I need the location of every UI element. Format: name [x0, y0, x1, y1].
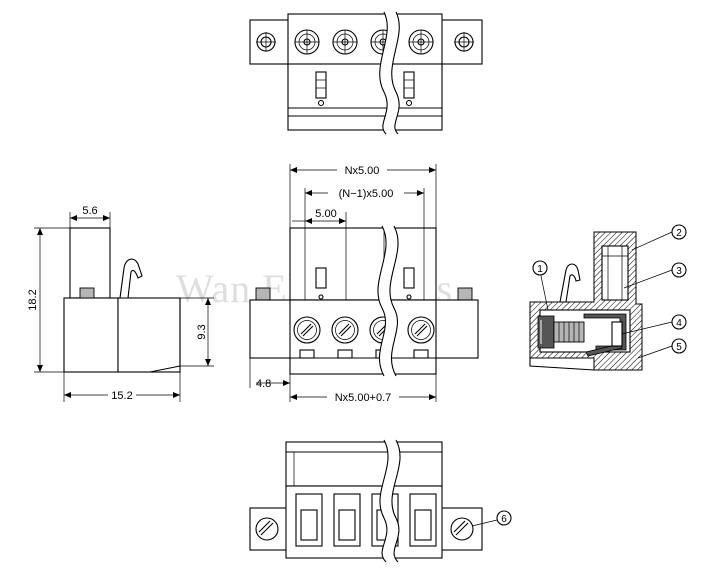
- slotted-screw-icon: [294, 29, 320, 55]
- callout-label: 6: [501, 514, 507, 525]
- front-view-dimensions: Nx5.00 (N−1)x5.00 5.00 4.8 Nx5.00+0.7: [249, 162, 437, 404]
- side-view-dimensions: 5.6 18.2 9.3 15.2: [27, 205, 214, 402]
- callout-marker: [671, 314, 687, 330]
- section-callouts: 1 2 3 4 5: [532, 224, 687, 359]
- slotted-screw-icon: [407, 316, 435, 344]
- callout-label: 3: [676, 266, 682, 277]
- dim-pitch-single: 5.00: [315, 208, 336, 220]
- callout-label: 1: [537, 264, 543, 275]
- mounting-hole-icon: [256, 32, 276, 52]
- dim-front-height: 9.3: [196, 324, 208, 339]
- slotted-screw-icon: [450, 517, 474, 541]
- top-view: [249, 11, 483, 135]
- callout-marker: [496, 510, 512, 526]
- front-view: [249, 225, 479, 377]
- slotted-screw-icon: [408, 29, 434, 55]
- slotted-screw-icon: [331, 316, 359, 344]
- callout-marker: [671, 224, 687, 240]
- bottom-view: 6: [249, 439, 512, 563]
- callout-marker: [671, 338, 687, 354]
- dim-side-height: 18.2: [27, 289, 39, 310]
- slotted-screw-icon: [255, 517, 279, 541]
- callout-marker: [532, 260, 548, 276]
- dim-side-top-width: 5.6: [82, 205, 97, 217]
- callout-label: 2: [676, 228, 682, 239]
- callout-label: 5: [676, 342, 682, 353]
- callout-marker: [671, 262, 687, 278]
- slotted-screw-icon: [293, 316, 321, 344]
- dim-pitch-inner: (N−1)x5.00: [339, 188, 394, 200]
- side-view: [63, 227, 181, 373]
- dim-front-offset: 4.8: [256, 378, 271, 390]
- callout-label: 4: [676, 318, 682, 329]
- dim-side-depth: 15.2: [111, 390, 132, 402]
- slotted-screw-icon: [332, 29, 358, 55]
- mounting-hole-icon: [454, 32, 474, 52]
- section-view: [529, 231, 643, 371]
- dim-front-total: Nx5.00+0.7: [335, 392, 392, 404]
- dim-pitch-total: Nx5.00: [345, 165, 380, 177]
